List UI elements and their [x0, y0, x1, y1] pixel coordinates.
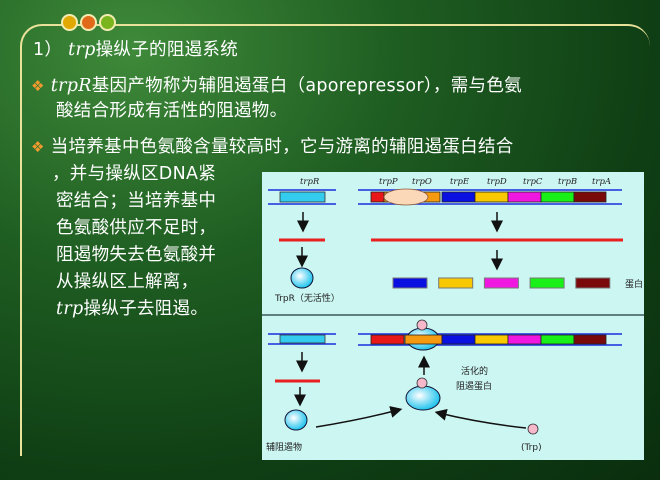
- inactive-label: TrpR（无活性）: [274, 292, 340, 304]
- bullet-2-line: ，并与操纵区DNA紧: [52, 164, 217, 184]
- operon-gene-4: [507, 191, 542, 203]
- operon-gene-4: [507, 334, 542, 345]
- gene-label: trpC: [523, 177, 543, 187]
- bullet-text: 操纵子去阻遏。: [83, 299, 209, 319]
- gene-label: trpD: [487, 177, 507, 187]
- operon-gene-0: [370, 334, 405, 345]
- bullet-1-line-1: ❖ trpR基因产物称为辅阻遏蛋白（aporepressor），需与色氨: [31, 73, 522, 99]
- trp-molecule: [416, 319, 428, 331]
- gene-name: trpR: [50, 76, 92, 96]
- corepressor-label: 辅阻遏物: [266, 441, 302, 453]
- operon-gene-5: [540, 191, 575, 203]
- bullet-text: 基因产物称为辅阻遏蛋白（aporepressor），需与色氨: [91, 76, 522, 96]
- trpR-gene: [279, 191, 326, 203]
- operon-gene-1: [404, 334, 443, 345]
- active-repressor: [405, 385, 441, 411]
- bullet-2-line: 从操纵区上解离，: [56, 272, 199, 292]
- aporepressor: [284, 409, 308, 431]
- title-italic: trp: [68, 40, 96, 60]
- bullet-icon: ❖: [31, 77, 45, 95]
- protein-product: [392, 277, 428, 289]
- dot-icon: [80, 14, 97, 31]
- bullet-2-line: 密结合；当培养基中: [56, 191, 217, 211]
- trpR-gene: [279, 334, 326, 344]
- operon-gene-3: [474, 191, 509, 203]
- gene-label: trpO: [412, 177, 432, 187]
- slide-panel: [20, 24, 650, 456]
- operon-gene-0: [370, 191, 385, 203]
- operon-gene-5: [540, 334, 575, 345]
- active-label: 阻遏蛋白: [456, 380, 492, 392]
- gene-label: trpP: [379, 177, 398, 187]
- gene-label: trpR: [300, 177, 320, 187]
- diagram-background: [262, 172, 644, 460]
- decorative-dots: [61, 14, 116, 31]
- title-number: 1）: [33, 40, 63, 60]
- inactive-repressor: [290, 267, 314, 289]
- trp-molecule: [527, 423, 539, 435]
- trp-label: (Trp): [521, 443, 542, 453]
- curved-arrow-icon: [315, 406, 403, 428]
- gene-name: trp: [56, 299, 84, 319]
- bullet-2-line-1: ❖ 当培养基中色氨酸含量较高时，它与游离的辅阻遏蛋白结合: [31, 134, 514, 160]
- operon-gene-3: [474, 334, 509, 345]
- dot-icon: [99, 14, 116, 31]
- bullet-icon: ❖: [31, 138, 45, 156]
- rna-polymerase: [383, 188, 429, 206]
- protein-product: [438, 277, 474, 289]
- title-text: 操纵子的阻遏系统: [95, 40, 239, 60]
- gene-label: trpB: [558, 177, 577, 187]
- bullet-text: 当培养基中色氨酸含量较高时，它与游离的辅阻遏蛋白结合: [50, 137, 514, 157]
- operon-gene-6: [573, 334, 607, 345]
- operon-gene-6: [573, 191, 607, 203]
- bullet-1-line-2: 酸结合形成有活性的阻遏物。: [56, 101, 288, 121]
- operon-gene-2: [441, 334, 476, 345]
- curved-arrow-icon: [434, 408, 527, 429]
- active-label: 活化的: [461, 365, 488, 377]
- protein-label: 蛋白: [625, 278, 643, 290]
- bullet-2-last-line: trp操纵子去阻遏。: [56, 296, 208, 322]
- slide-title: 1） trp操纵子的阻遏系统: [33, 37, 238, 63]
- dot-icon: [61, 14, 78, 31]
- protein-product: [575, 277, 611, 289]
- gene-label: trpA: [592, 177, 611, 187]
- bullet-2-line: 色氨酸供应不足时，: [56, 218, 217, 238]
- trp-molecule: [416, 377, 428, 389]
- gene-label: trpE: [450, 177, 470, 187]
- bullet-2-line: 阻遏物失去色氨酸并: [56, 245, 217, 265]
- protein-product: [529, 277, 565, 289]
- protein-product: [483, 277, 519, 289]
- operon-gene-2: [441, 191, 476, 203]
